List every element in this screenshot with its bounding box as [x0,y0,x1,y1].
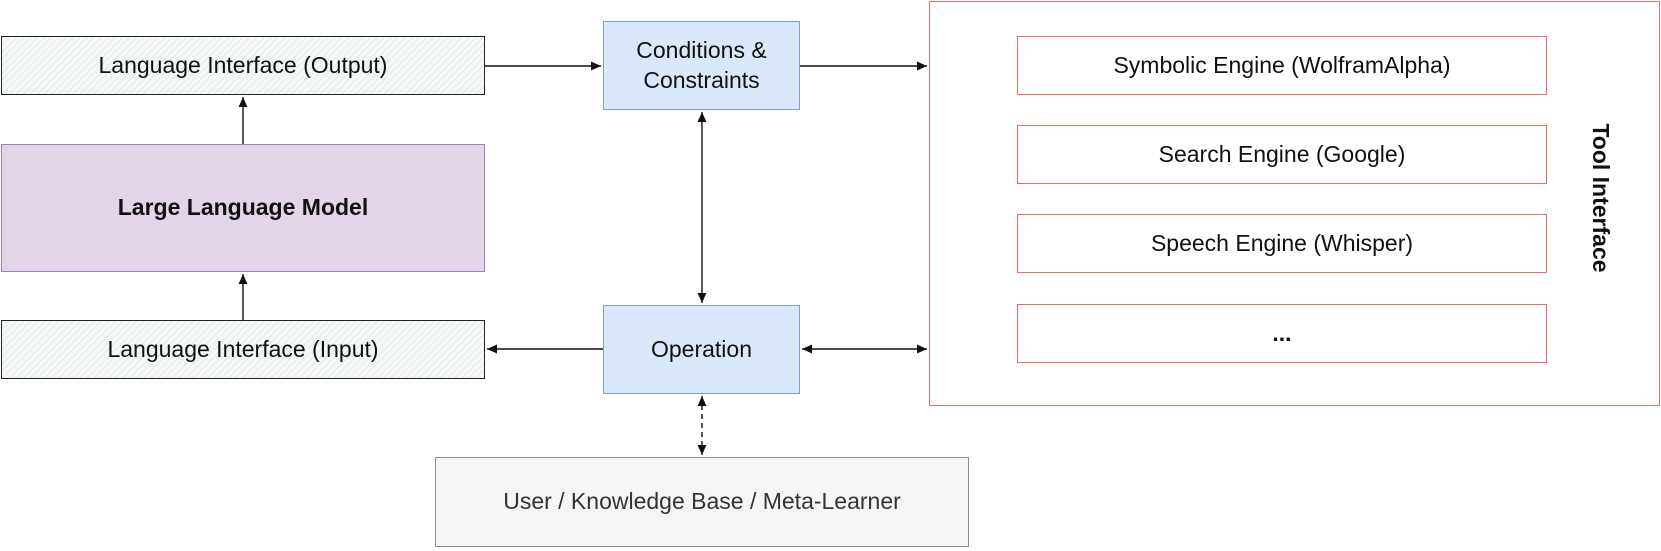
large-language-model-label: Large Language Model [117,194,369,221]
tool-item-label: ... [1272,319,1292,346]
language-interface-output-label: Language Interface (Output) [98,51,388,78]
tool-item-label: Speech Engine (Whisper) [1150,229,1414,256]
language-interface-output-node: Language Interface (Output) [1,36,485,95]
conditions-constraints-node: Conditions & Constraints [603,21,800,110]
user-knowledge-base-node: User / Knowledge Base / Meta-Learner [435,457,969,547]
operation-label: Operation [650,335,752,362]
conditions-constraints-label: Conditions & Constraints [636,36,767,93]
user-knowledge-base-label: User / Knowledge Base / Meta-Learner [503,488,901,515]
tool-item-label: Symbolic Engine (WolframAlpha) [1113,51,1451,78]
tool-item: ... [1017,304,1547,363]
large-language-model-node: Large Language Model [1,144,485,272]
operation-node: Operation [603,305,800,394]
tool-item-label: Search Engine (Google) [1158,140,1406,167]
tool-item: Search Engine (Google) [1017,125,1547,184]
tool-item: Symbolic Engine (WolframAlpha) [1017,36,1547,95]
tool-item: Speech Engine (Whisper) [1017,214,1547,273]
language-interface-input-node: Language Interface (Input) [1,320,485,379]
language-interface-input-label: Language Interface (Input) [107,335,379,362]
